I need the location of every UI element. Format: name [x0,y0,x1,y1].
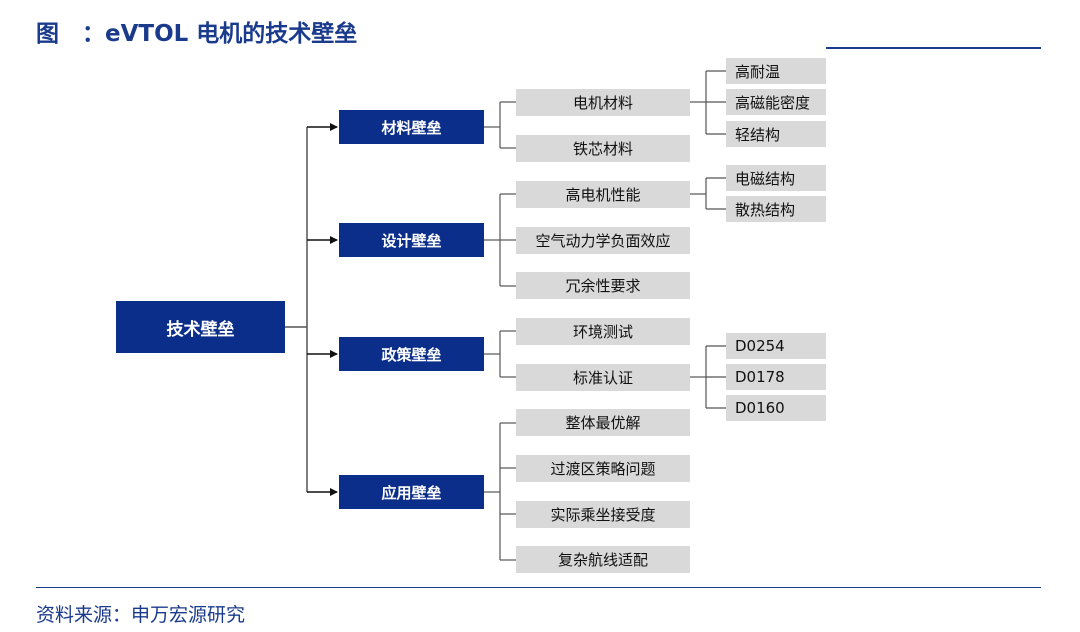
leaf-em-structure: 电磁结构 [726,165,826,191]
footer-divider [36,587,1041,588]
category-material: 材料壁垒 [339,110,484,144]
item-aerodynamic-effect: 空气动力学负面效应 [516,227,690,254]
item-redundancy: 冗余性要求 [516,272,690,299]
leaf-d0178: D0178 [726,364,826,390]
item-environment-test: 环境测试 [516,318,690,345]
item-optimal-solution: 整体最优解 [516,409,690,436]
item-transition-strategy: 过渡区策略问题 [516,455,690,482]
item-standard-cert: 标准认证 [516,364,690,391]
leaf-d0254: D0254 [726,333,826,359]
category-design: 设计壁垒 [339,223,484,257]
page-title: 图 ：eVTOL 电机的技术壁垒 [36,21,358,47]
leaf-light-structure: 轻结构 [726,121,826,147]
leaf-high-temp: 高耐温 [726,58,826,84]
root-node: 技术壁垒 [116,301,285,353]
leaf-d0160: D0160 [726,395,826,421]
leaf-magnetic-density: 高磁能密度 [726,89,826,115]
header-divider [826,47,1041,49]
item-motor-material: 电机材料 [516,89,690,116]
item-core-material: 铁芯材料 [516,135,690,162]
category-application: 应用壁垒 [339,475,484,509]
source-note: 资料来源：申万宏源研究 [36,604,246,626]
item-route-adaptation: 复杂航线适配 [516,546,690,573]
item-motor-performance: 高电机性能 [516,181,690,208]
category-policy: 政策壁垒 [339,337,484,371]
leaf-heat-structure: 散热结构 [726,196,826,222]
item-ride-acceptance: 实际乘坐接受度 [516,501,690,528]
